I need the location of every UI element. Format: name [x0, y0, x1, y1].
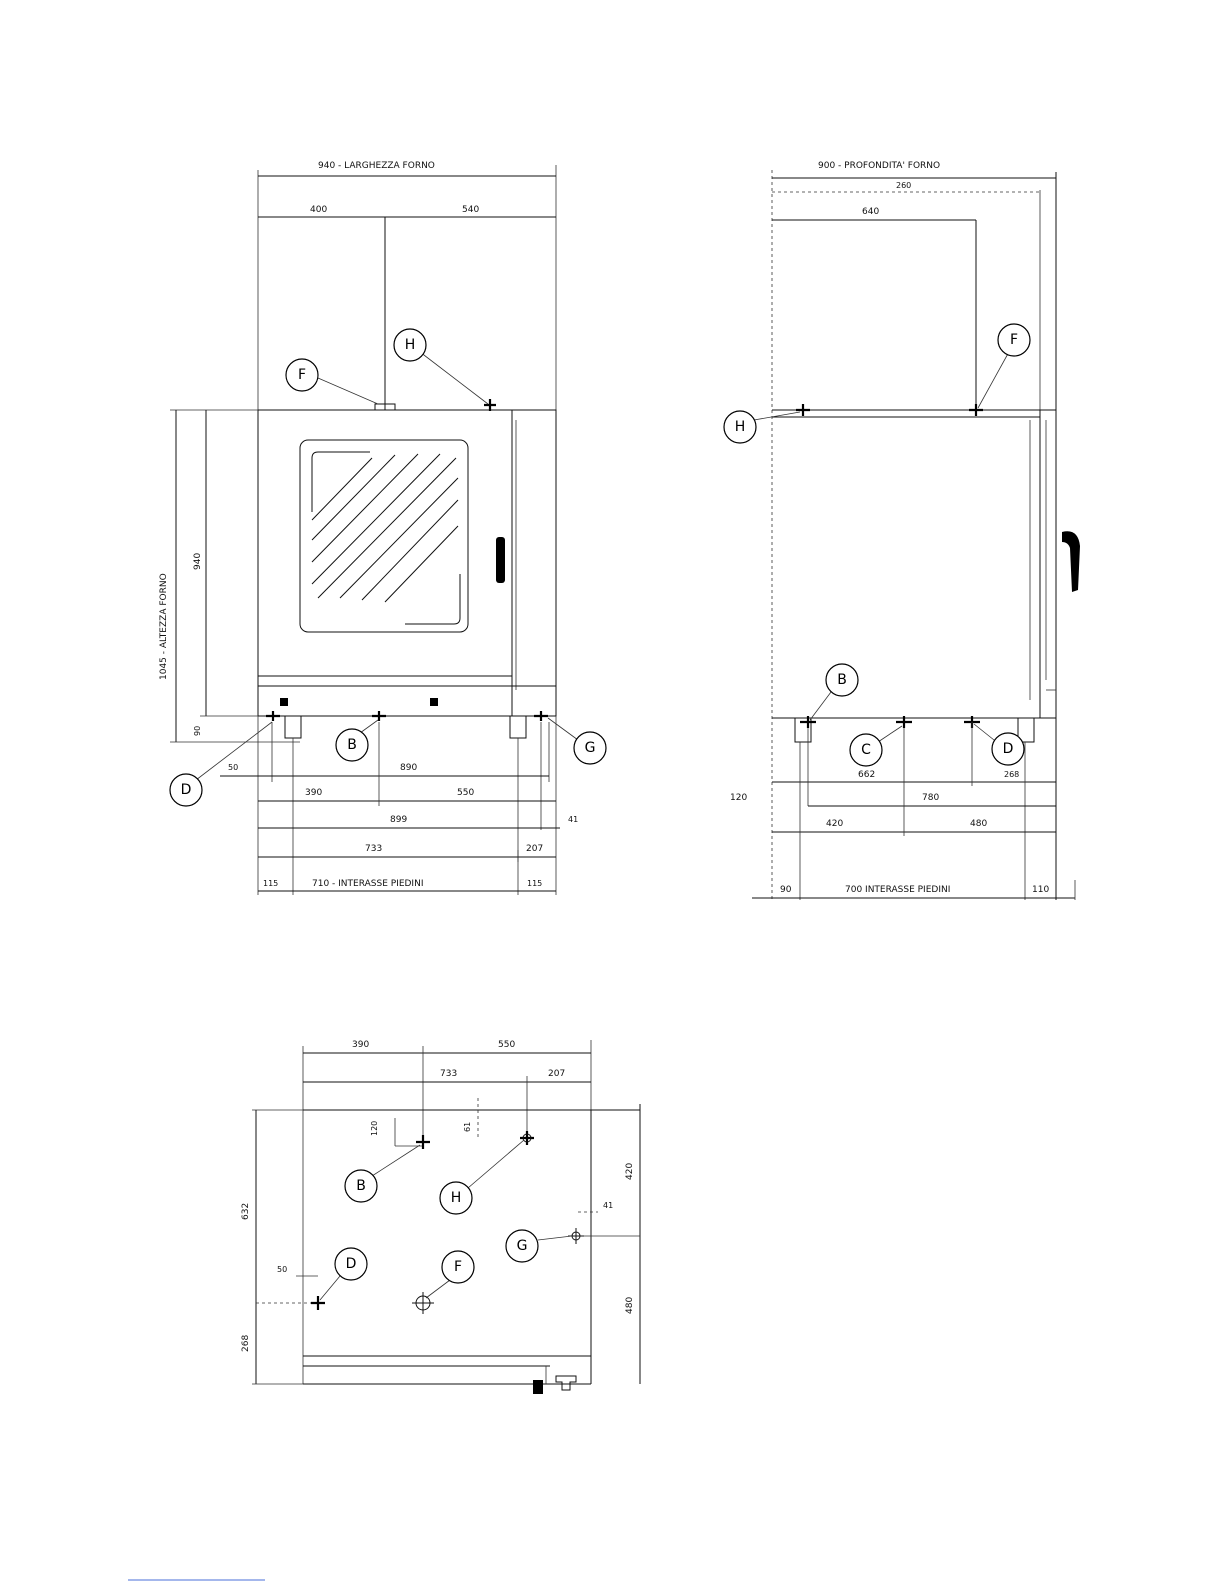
- front-dim-207: 207: [526, 844, 543, 854]
- marker-b-front-label: B: [347, 737, 357, 753]
- side-dim-662: 662: [858, 770, 875, 780]
- marker-h-bottom-label: H: [451, 1190, 462, 1206]
- side-dim-420: 420: [826, 819, 843, 829]
- oven-body-front: [258, 410, 556, 686]
- bottom-dim-480: 480: [625, 1297, 635, 1314]
- door-handle: [496, 537, 505, 583]
- bottom-dim-50: 50: [277, 1265, 287, 1274]
- front-dim-899: 899: [390, 815, 407, 825]
- marker-f-front-label: F: [298, 367, 306, 383]
- bottom-dim-420: 420: [625, 1163, 635, 1180]
- front-dim-90: 90: [193, 726, 202, 736]
- marker-f-bottom-label: F: [454, 1259, 462, 1275]
- marker-b-side-label: B: [837, 672, 847, 688]
- bottom-view: 390 550 733 207 632 268 120 61 420 480 4…: [241, 1040, 640, 1394]
- bottom-dim-207: 207: [548, 1069, 565, 1079]
- marker-d-bottom-label: D: [346, 1256, 357, 1272]
- bottom-dim-733: 733: [440, 1069, 457, 1079]
- side-dim-268: 268: [1004, 770, 1019, 779]
- front-view: 940 - LARGHEZZA FORNO 400 540: [159, 161, 606, 895]
- side-depth-label: 900 - PROFONDITA' FORNO: [818, 161, 940, 171]
- marker-b-bottom-label: B: [356, 1178, 366, 1194]
- side-dim-90: 90: [780, 885, 792, 895]
- front-dim-115-left: 115: [263, 879, 278, 888]
- front-dim-400: 400: [310, 205, 327, 215]
- bottom-dim-268: 268: [241, 1335, 251, 1352]
- front-dim-50: 50: [228, 763, 238, 772]
- front-interasse-label: 710 - INTERASSE PIEDINI: [312, 879, 423, 889]
- front-dim-940-vert: 940: [193, 553, 203, 570]
- side-dim-110: 110: [1032, 885, 1049, 895]
- side-dim-640: 640: [862, 207, 879, 217]
- door-window: [300, 440, 468, 632]
- side-interasse-label: 700 INTERASSE PIEDINI: [845, 885, 950, 895]
- marker-d-side-label: D: [1003, 741, 1014, 757]
- bottom-dim-550: 550: [498, 1040, 515, 1050]
- front-width-label: 940 - LARGHEZZA FORNO: [318, 161, 435, 171]
- side-dim-260: 260: [896, 181, 911, 190]
- front-dim-890: 890: [400, 763, 417, 773]
- marker-g-front-label: G: [585, 740, 596, 756]
- bottom-handle: [533, 1380, 543, 1394]
- front-dim-733: 733: [365, 844, 382, 854]
- front-dim-115-right: 115: [527, 879, 542, 888]
- side-view: 900 - PROFONDITA' FORNO 260 640 662 268 …: [724, 161, 1080, 900]
- bottom-dim-120: 120: [370, 1121, 379, 1136]
- marker-h-side-label: H: [735, 419, 746, 435]
- side-dim-780: 780: [922, 793, 939, 803]
- front-dim-550: 550: [457, 788, 474, 798]
- side-handle: [1062, 531, 1080, 592]
- front-dim-41: 41: [568, 815, 578, 824]
- marker-h-front-label: H: [405, 337, 416, 353]
- marker-d-front-label: D: [181, 782, 192, 798]
- side-dim-480: 480: [970, 819, 987, 829]
- control-strip: [258, 686, 556, 716]
- bottom-dim-632: 632: [241, 1203, 251, 1220]
- front-dim-390: 390: [305, 788, 322, 798]
- front-height-label: 1045 - ALTEZZA FORNO: [159, 573, 169, 680]
- side-dim-120: 120: [730, 793, 747, 803]
- bottom-dim-390: 390: [352, 1040, 369, 1050]
- bottom-dim-41: 41: [603, 1201, 613, 1210]
- bottom-dim-61: 61: [463, 1122, 472, 1132]
- marker-g-bottom-label: G: [517, 1238, 528, 1254]
- marker-c-side-label: C: [861, 742, 871, 758]
- front-dim-540: 540: [462, 205, 479, 215]
- window-hatching: [312, 454, 458, 602]
- marker-f-side-label: F: [1010, 332, 1018, 348]
